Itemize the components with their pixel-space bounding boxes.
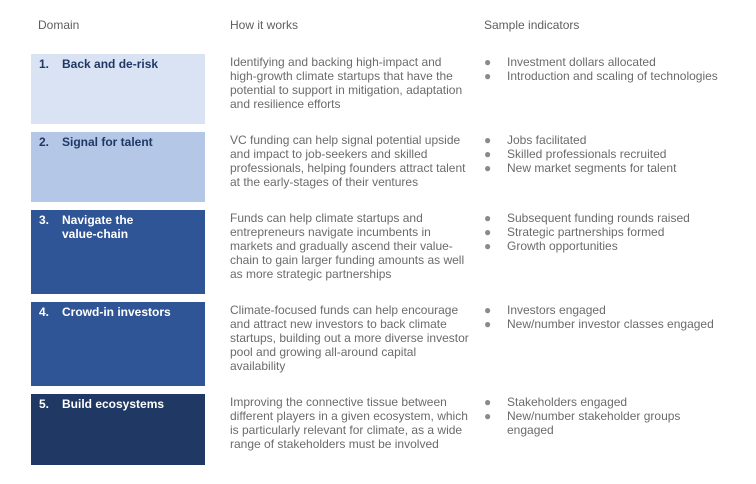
how-it-works-text: Funds can help climate startups and entr…	[230, 211, 465, 281]
bullet-icon: ●	[484, 211, 492, 225]
domain-number: 2.	[39, 135, 50, 149]
domain-label: Back and de-risk	[62, 57, 159, 71]
bullet-icon: ●	[484, 133, 492, 147]
bullet-icon: ●	[484, 69, 492, 83]
bullet-icon: ●	[484, 303, 492, 317]
domain-label: Navigate the value-chain	[62, 213, 134, 241]
header-sample-indicators: Sample indicators	[484, 18, 580, 32]
domain-box-4: 4. Crowd-in investors	[31, 302, 205, 386]
list-item: ●Investment dollars allocated	[484, 55, 656, 69]
domain-number: 3.	[39, 213, 50, 227]
header-domain: Domain	[38, 18, 80, 32]
domain-box-1: 1. Back and de-risk	[31, 54, 205, 124]
domain-number: 5.	[39, 397, 50, 411]
domain-label: Crowd-in investors	[62, 305, 171, 319]
list-item: ●New market segments for talent	[484, 161, 677, 175]
indicator-list: ●Investment dollars allocated ●Introduct…	[484, 55, 756, 83]
bullet-icon: ●	[484, 239, 492, 253]
bullet-icon: ●	[484, 409, 492, 423]
domain-box-2: 2. Signal for talent	[31, 132, 205, 202]
list-item: ●Introduction and scaling of technologie…	[484, 69, 718, 83]
list-item: ●Investors engaged	[484, 303, 606, 317]
list-item: ●Growth opportunities	[484, 239, 618, 253]
list-item: ●Skilled professionals recruited	[484, 147, 667, 161]
bullet-icon: ●	[484, 147, 492, 161]
indicator-list: ●Investors engaged ●New/number investor …	[484, 303, 756, 331]
bullet-icon: ●	[484, 55, 492, 69]
how-it-works-text: Climate-focused funds can help encourage…	[230, 303, 469, 373]
how-it-works-text: Improving the connective tissue between …	[230, 395, 468, 451]
list-item: ●New/number stakeholder groups engaged	[484, 409, 681, 437]
list-item: ●New/number investor classes engaged	[484, 317, 714, 331]
list-item: ●Stakeholders engaged	[484, 395, 628, 409]
list-item: ●Subsequent funding rounds raised	[484, 211, 690, 225]
domain-box-5: 5. Build ecosystems	[31, 394, 205, 465]
indicator-list: ●Stakeholders engaged ●New/number stakeh…	[484, 395, 756, 437]
domain-label: Signal for talent	[62, 135, 153, 149]
domain-number: 4.	[39, 305, 50, 319]
bullet-icon: ●	[484, 225, 492, 239]
domain-number: 1.	[39, 57, 50, 71]
header-how-it-works: How it works	[230, 18, 299, 32]
bullet-icon: ●	[484, 161, 492, 175]
domain-box-3: 3. Navigate the value-chain	[31, 210, 205, 294]
bullet-icon: ●	[484, 395, 492, 409]
list-item: ●Strategic partnerships formed	[484, 225, 665, 239]
bullet-icon: ●	[484, 317, 492, 331]
how-it-works-text: Identifying and backing high-impact and …	[230, 55, 463, 111]
list-item: ●Jobs facilitated	[484, 133, 587, 147]
how-it-works-text: VC funding can help signal potential ups…	[230, 133, 466, 189]
indicator-list: ●Jobs facilitated ●Skilled professionals…	[484, 133, 756, 175]
indicator-list: ●Subsequent funding rounds raised ●Strat…	[484, 211, 756, 253]
domain-label: Build ecosystems	[62, 397, 165, 411]
